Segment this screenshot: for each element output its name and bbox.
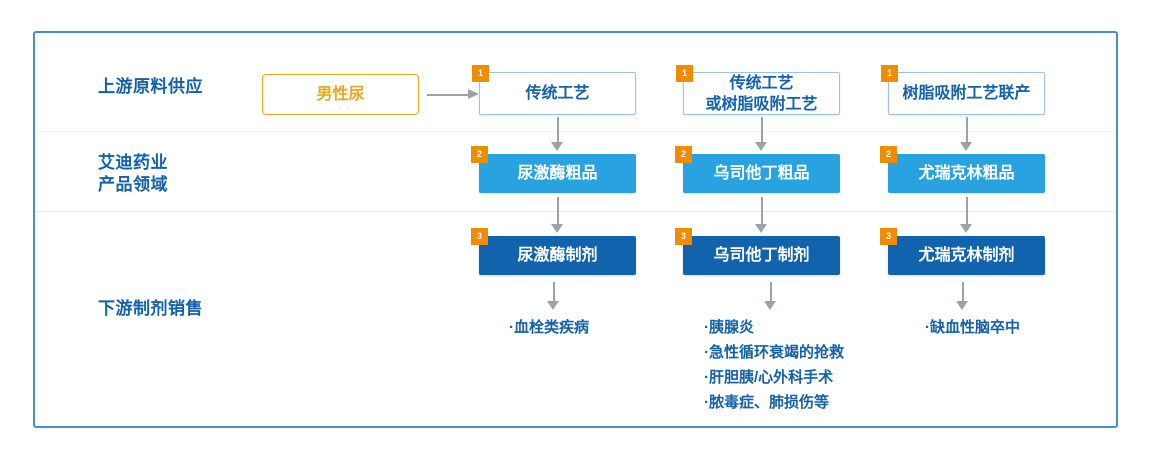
arrow-crude-to-formulation-3 xyxy=(960,197,973,233)
formulation-box-2[interactable]: 3 乌司他丁制剂 xyxy=(675,228,840,275)
crude-box-1[interactable]: 2 尿激酶粗品 xyxy=(471,146,636,193)
indication-list-3: ·缺血性脑卒中 xyxy=(925,315,1020,340)
crude-label-3: 尤瑞克林粗品 xyxy=(918,165,1015,182)
crude-label-2: 乌司他丁粗品 xyxy=(713,165,810,182)
arrow-formulation-to-indication-2 xyxy=(764,282,777,310)
process-box-3[interactable]: 1 树脂吸附工艺联产 xyxy=(881,65,1045,115)
source-box-label: 男性尿 xyxy=(316,86,365,103)
arrow-process-to-crude-2 xyxy=(755,117,768,151)
formulation-box-1[interactable]: 3 尿激酶制剂 xyxy=(471,228,636,275)
arrow-formulation-to-indication-1 xyxy=(547,282,560,310)
indication-item: ·胰腺炎 xyxy=(704,319,754,336)
indication-item: ·脓毒症、肺损伤等 xyxy=(704,394,829,411)
process-label-2: 传统工艺 或树脂吸附工艺 xyxy=(705,74,818,113)
crude-badge-2: 2 xyxy=(675,146,692,163)
formulation-box-3[interactable]: 3 尤瑞克林制剂 xyxy=(880,228,1045,275)
row-label-products: 艾迪药业 产品领域 xyxy=(98,153,168,194)
process-badge-1: 1 xyxy=(472,65,489,82)
crude-badge-1: 2 xyxy=(471,146,488,163)
formulation-badge-2: 3 xyxy=(675,228,692,245)
indication-list-2: ·胰腺炎 ·急性循环衰竭的抢救 ·肝胆胰/心外科手术 ·脓毒症、肺损伤等 xyxy=(704,315,844,415)
process-label-1: 传统工艺 xyxy=(525,85,590,102)
arrow-source-to-process xyxy=(427,89,479,100)
row-separator-2 xyxy=(35,211,1116,212)
process-box-1[interactable]: 1 传统工艺 xyxy=(472,65,636,115)
crude-label-1: 尿激酶粗品 xyxy=(517,165,598,182)
process-box-2[interactable]: 1 传统工艺 或树脂吸附工艺 xyxy=(676,65,840,115)
indication-item: ·血栓类疾病 xyxy=(509,319,589,336)
source-box-male-urine[interactable]: 男性尿 xyxy=(262,74,419,115)
indication-item: ·缺血性脑卒中 xyxy=(925,319,1020,336)
formulation-label-3: 尤瑞克林制剂 xyxy=(918,247,1015,264)
process-badge-3: 1 xyxy=(881,65,898,82)
formulation-label-1: 尿激酶制剂 xyxy=(517,247,598,264)
arrow-formulation-to-indication-3 xyxy=(956,282,969,310)
arrow-crude-to-formulation-1 xyxy=(551,197,564,233)
arrow-process-to-crude-1 xyxy=(551,117,564,151)
formulation-label-2: 乌司他丁制剂 xyxy=(713,247,810,264)
row-label-downstream: 下游制剂销售 xyxy=(98,299,203,318)
formulation-badge-1: 3 xyxy=(471,228,488,245)
row-separator-1 xyxy=(35,131,1116,132)
indication-item: ·肝胆胰/心外科手术 xyxy=(704,369,834,386)
indication-list-1: ·血栓类疾病 xyxy=(509,315,589,340)
crude-badge-3: 2 xyxy=(880,146,897,163)
arrow-process-to-crude-3 xyxy=(960,117,973,151)
formulation-badge-3: 3 xyxy=(880,228,897,245)
crude-box-2[interactable]: 2 乌司他丁粗品 xyxy=(675,146,840,193)
process-badge-2: 1 xyxy=(676,65,693,82)
row-label-upstream: 上游原料供应 xyxy=(98,77,203,96)
indication-item: ·急性循环衰竭的抢救 xyxy=(704,344,844,361)
arrow-crude-to-formulation-2 xyxy=(755,197,768,233)
crude-box-3[interactable]: 2 尤瑞克林粗品 xyxy=(880,146,1045,193)
process-label-3: 树脂吸附工艺联产 xyxy=(902,85,1031,102)
